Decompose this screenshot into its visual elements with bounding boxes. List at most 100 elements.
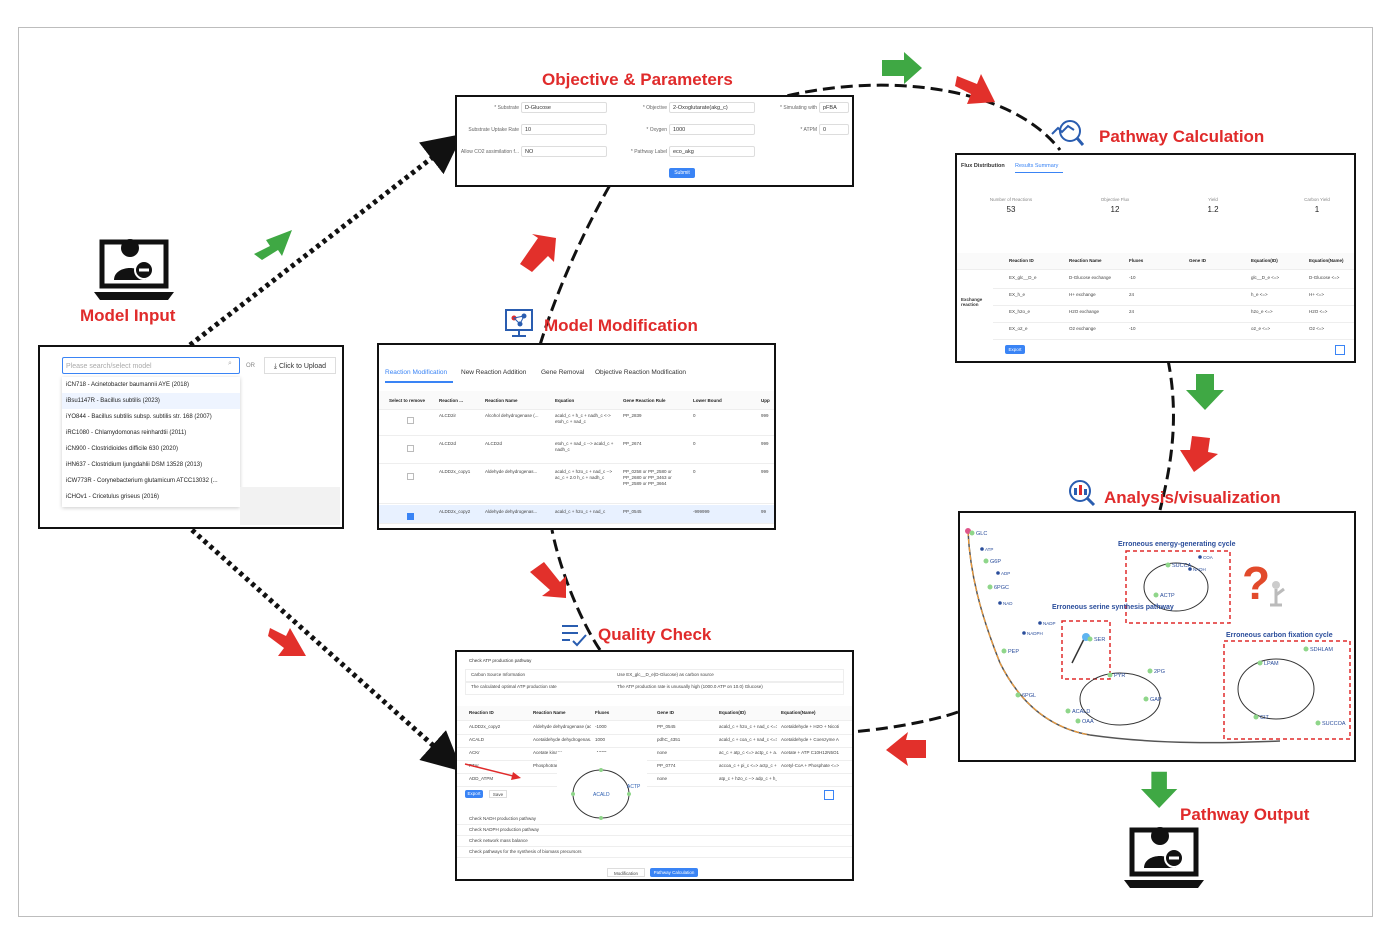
mod-cell: 0 — [693, 469, 696, 474]
calc-tab[interactable]: Results Summary — [1015, 163, 1059, 169]
summary-value: 12 — [1110, 205, 1120, 214]
quality-info-row — [465, 681, 844, 695]
calc-table-row — [993, 271, 1354, 289]
mod-cell: Alcohol dehydrogenase (... — [485, 413, 539, 418]
dotted-arrow-to-objective — [188, 133, 463, 347]
upload-label: Click to Upload — [278, 363, 327, 370]
model-option[interactable]: iCW773R - Corynebacterium glutamicum ATC… — [66, 478, 218, 484]
tab-underline — [385, 381, 453, 383]
calc-export-button[interactable]: Export — [1005, 345, 1025, 354]
summary-label: Yield — [1208, 197, 1218, 202]
cofactor-label: COA — [1203, 555, 1213, 560]
co2-select[interactable]: NO — [521, 146, 607, 157]
submit-button[interactable]: Submit — [669, 168, 695, 178]
atp-check-header[interactable]: Check ATP production pathway — [469, 658, 532, 663]
co2-label: Allow CO2 assimilation f... — [460, 149, 519, 155]
summary-label: Carbon Yield — [1304, 197, 1330, 202]
oxygen-input[interactable]: 1000 — [669, 124, 755, 135]
metabolite-node — [1315, 720, 1321, 726]
quality-table-row — [457, 747, 852, 761]
metabolite-label: ACALD — [1072, 709, 1090, 715]
calc-table-header — [957, 253, 1354, 270]
calc-tab-underline — [1015, 172, 1063, 173]
mod-cell: 0 — [693, 441, 696, 446]
quality-cell: PP_0545 — [657, 724, 676, 729]
metabolite-node — [1165, 562, 1171, 568]
collapsed-check[interactable] — [457, 846, 852, 858]
objective-select[interactable]: 2-Oxoglutarate(akg_c) — [669, 102, 755, 113]
upload-button[interactable]: ⤓ Click to Upload — [264, 357, 336, 374]
metabolite-node — [987, 584, 993, 590]
substrate-select[interactable]: D-Glucose — [521, 102, 607, 113]
remove-checkbox[interactable] — [407, 473, 414, 480]
quality-cell: Phosphotrans — [533, 763, 561, 768]
quality-save-button[interactable]: Save — [489, 790, 507, 798]
quality-cell: Acetaldehyde dehydrogenas... — [533, 737, 591, 742]
model-option[interactable]: iBsu1147R - Bacillus subtilis (2023) — [62, 393, 240, 409]
simulating-select[interactable]: pFBA — [819, 102, 849, 113]
quality-export-button[interactable]: Export — [465, 790, 483, 798]
collapsed-check[interactable] — [457, 813, 852, 825]
calc-cell: EX_h2o_e — [1009, 309, 1031, 314]
quality-table-row — [457, 734, 852, 748]
calc-tab[interactable]: Flux Distribution — [961, 163, 1005, 169]
calc-cell: -10 — [1129, 326, 1136, 331]
dashed-arc-objective-to-calc — [769, 83, 1062, 151]
quality-cell: acald_c + h2o_c + nad_c <=>... — [719, 724, 777, 729]
remove-checkbox[interactable] — [407, 417, 414, 424]
remove-checkbox[interactable] — [407, 513, 414, 520]
user-computer-icon-output — [1124, 827, 1204, 888]
mod-tab[interactable]: Gene Removal — [541, 369, 585, 376]
metabolite-label: CIT — [1260, 715, 1270, 721]
mod-tab[interactable]: Reaction Modification — [385, 369, 448, 376]
inset-actp-label: ACTP — [627, 784, 641, 790]
mod-cell[interactable]: -999999 — [693, 509, 710, 514]
modification-button[interactable]: Modification — [607, 868, 645, 877]
output-title: Pathway Output — [1180, 805, 1310, 824]
mod-tab[interactable]: Objective Reaction Modification — [595, 369, 687, 376]
collapsed-check[interactable] — [457, 835, 852, 847]
model-option[interactable]: iHN637 - Clostridium ljungdahlii DSM 135… — [66, 462, 203, 468]
mod-tab[interactable]: New Reaction Addition — [461, 369, 527, 376]
mod-table-row — [379, 409, 774, 436]
uptake-input[interactable]: 10 — [521, 124, 607, 135]
model-search-input[interactable]: Please search/select model — [62, 357, 240, 374]
green-arrow-output — [1141, 771, 1178, 808]
mod-cell: 0 — [693, 413, 696, 418]
analysis-search-icon — [1069, 480, 1096, 507]
dropdown-shade — [240, 487, 340, 525]
cofactor-node — [980, 547, 984, 551]
pathway-label-input[interactable]: eco_akg — [669, 146, 755, 157]
model-option[interactable]: iRC1080 - Chlamydomonas reinhardtii (201… — [66, 430, 187, 436]
network-monitor-icon — [505, 309, 533, 337]
green-arrow-input — [254, 230, 292, 260]
model-option[interactable]: iCN900 - Clostridioides difficile 630 (2… — [66, 446, 178, 452]
calc-col-header: Reaction ID — [1009, 258, 1034, 263]
pathway-calc-button[interactable]: Pathway Calculation — [650, 868, 698, 877]
quality-info-key: Carbon Source Information — [471, 672, 526, 677]
quality-pagination[interactable] — [824, 790, 834, 800]
calc-cell: o2_e <=> — [1251, 326, 1271, 331]
mod-table-row — [379, 465, 774, 504]
mod-cell: PP_2839 — [623, 413, 642, 418]
carbon-cycle-ring — [1237, 658, 1315, 720]
question-mark-figure: ? — [1242, 557, 1285, 609]
mod-col-header: Reaction ... — [439, 398, 464, 403]
pathway-calc-title: Pathway Calculation — [1099, 127, 1265, 146]
quality-col-header: Fluxes — [595, 710, 610, 715]
model-option[interactable]: iCN718 - Acinetobacter baumannii AYE (20… — [66, 382, 189, 388]
simulating-label: * Simulating with — [780, 105, 817, 111]
mod-cell: ALCD2d — [485, 441, 503, 446]
summary-label: Number of Reactions — [989, 197, 1033, 202]
calc-pagination[interactable] — [1335, 345, 1345, 355]
model-option[interactable]: iCHOv1 - Cricetulus griseus (2016) — [66, 494, 160, 500]
collapsed-check[interactable] — [457, 824, 852, 836]
atpm-input[interactable]: 0 — [819, 124, 849, 135]
mod-table-row — [379, 437, 774, 464]
quality-table-header — [457, 706, 852, 721]
remove-checkbox[interactable] — [407, 445, 414, 452]
cofactor-node — [1198, 555, 1202, 559]
model-option[interactable]: iYO844 - Bacillus subtilis subsp. subtil… — [66, 414, 212, 420]
metabolite-node — [1153, 592, 1159, 598]
